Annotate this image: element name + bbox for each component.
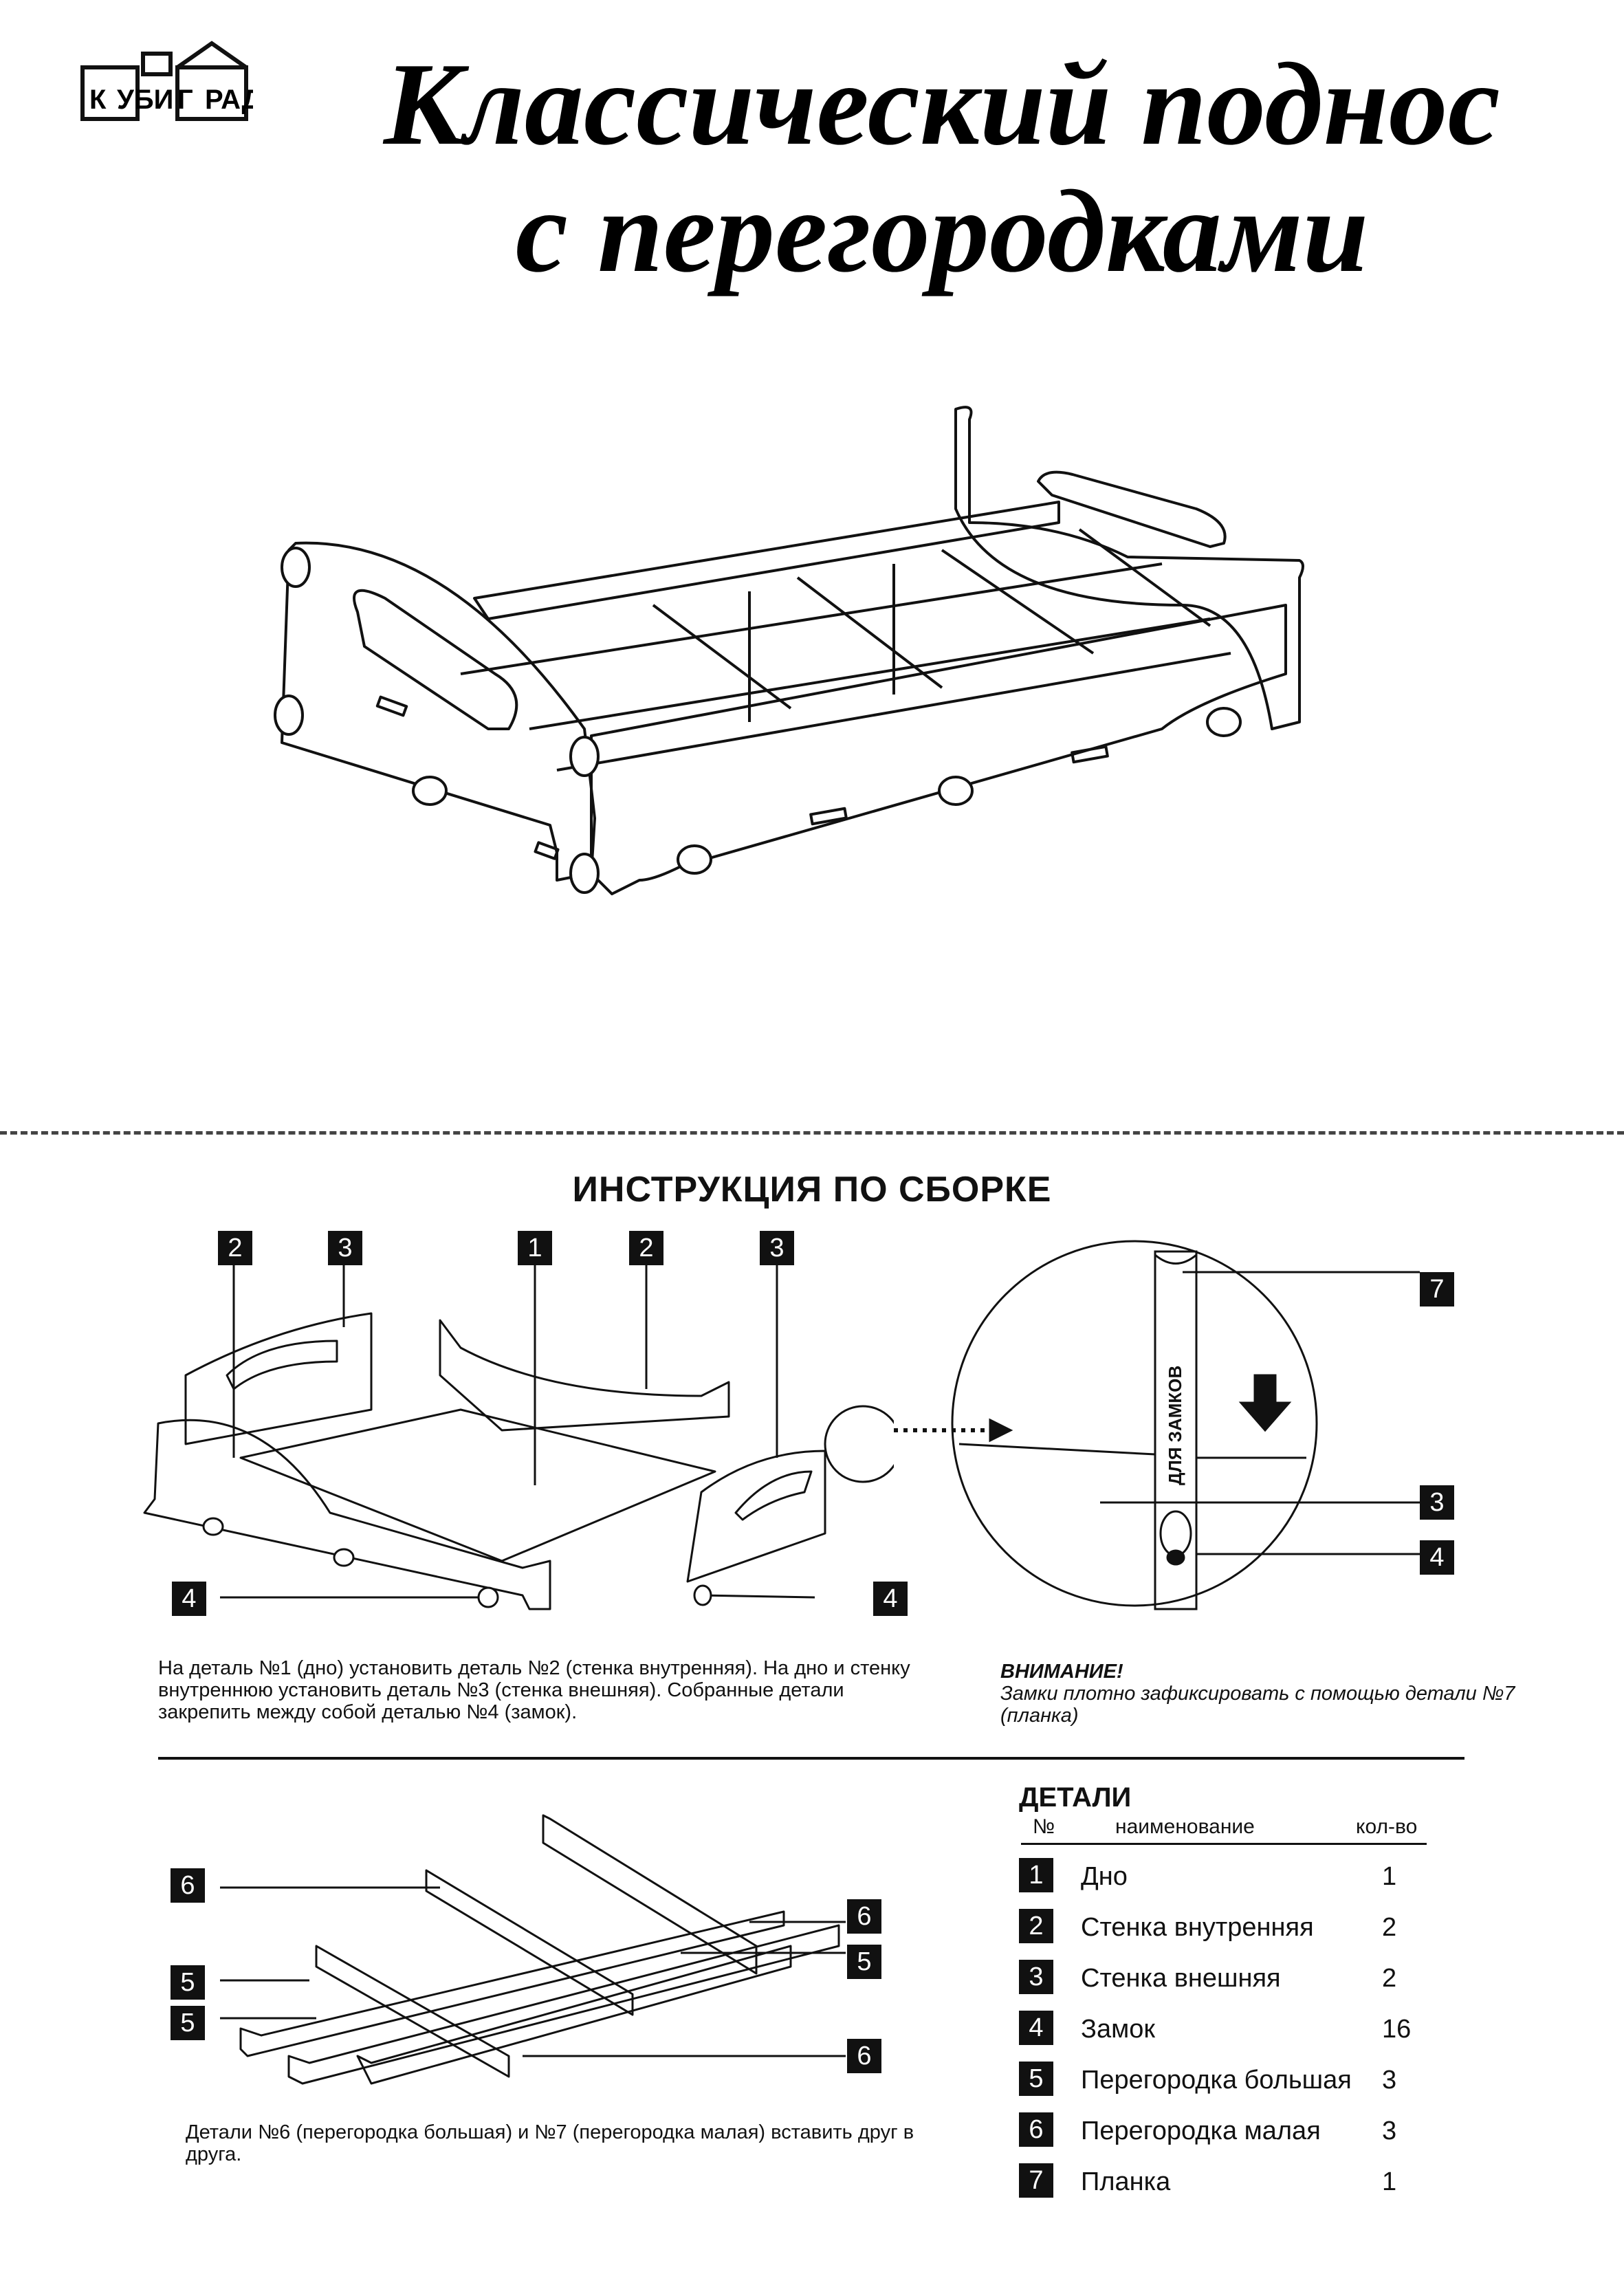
zoom-callout-4: 4 <box>1420 1540 1454 1575</box>
callout-1: 1 <box>518 1231 552 1265</box>
callout-2b: 2 <box>629 1231 663 1265</box>
detail-row: 6 Перегородка малая 3 <box>1019 2112 1431 2151</box>
partitions-diagram <box>220 1814 846 2085</box>
callout-4-left: 4 <box>172 1582 206 1616</box>
part-callout-5-left-2: 5 <box>171 2006 205 2040</box>
title-line-2: с перегородками <box>515 166 1369 297</box>
detail-row: 4 Замок 16 <box>1019 2011 1431 2049</box>
part-callout-6-left: 6 <box>171 1868 205 1903</box>
zoom-callout-7: 7 <box>1420 1272 1454 1307</box>
assembly-step-text: На деталь №1 (дно) установить деталь №2 … <box>158 1657 910 1723</box>
svg-text:УБИ: УБИ <box>117 85 173 115</box>
col-qty: кол-во <box>1356 1815 1418 1838</box>
row-name: Замок <box>1081 2015 1155 2044</box>
callout-2: 2 <box>218 1231 252 1265</box>
row-qty: 2 <box>1382 1913 1397 1942</box>
row-qty: 16 <box>1382 2015 1412 2044</box>
col-name: наименование <box>1115 1815 1255 1838</box>
row-name: Перегородка малая <box>1081 2117 1321 2145</box>
detail-row: 2 Стенка внутренняя 2 <box>1019 1909 1431 1947</box>
zoom-label: ДЛЯ ЗАМКОВ <box>1165 1366 1185 1485</box>
row-number: 1 <box>1019 1858 1053 1892</box>
row-name: Перегородка большая <box>1081 2066 1352 2095</box>
warning-title: ВНИМАНИЕ! <box>1000 1661 1123 1683</box>
title-line-1: Классический поднос <box>383 39 1500 170</box>
part-callout-5-left-1: 5 <box>171 1965 205 2000</box>
partitions-step-text: Детали №6 (перегородка большая) и №7 (пе… <box>186 2121 914 2165</box>
row-qty: 1 <box>1382 1862 1397 1891</box>
row-name: Планка <box>1081 2167 1171 2196</box>
row-name: Дно <box>1081 1862 1128 1891</box>
row-name: Стенка внутренняя <box>1081 1913 1314 1942</box>
row-name: Стенка внешняя <box>1081 1964 1281 1993</box>
page-title: Классический поднос с перегородками <box>303 41 1581 296</box>
row-number: 4 <box>1019 2011 1053 2045</box>
svg-text:Г: Г <box>177 85 193 115</box>
svg-text:РАД: РАД <box>205 85 253 115</box>
detail-row: 5 Перегородка большая 3 <box>1019 2062 1431 2100</box>
header-rule <box>1021 1843 1427 1845</box>
section-divider <box>158 1757 1464 1760</box>
row-qty: 2 <box>1382 1964 1397 1993</box>
detail-row: 1 Дно 1 <box>1019 1858 1431 1896</box>
row-qty: 1 <box>1382 2167 1397 2196</box>
zoom-callout-3: 3 <box>1420 1485 1454 1520</box>
row-number: 3 <box>1019 1960 1053 1994</box>
row-qty: 3 <box>1382 2117 1397 2145</box>
lock-zoom-diagram: ДЛЯ ЗАМКОВ <box>894 1240 1420 1610</box>
col-no: № <box>1033 1815 1055 1838</box>
row-number: 6 <box>1019 2112 1053 2147</box>
warning-block: ВНИМАНИЕ! Замки плотно зафиксировать с п… <box>1000 1661 1564 1727</box>
instruction-title: ИНСТРУКЦИЯ ПО СБОРКЕ <box>572 1170 1052 1210</box>
part-callout-6-bottom: 6 <box>847 2039 881 2073</box>
callout-4-right: 4 <box>873 1582 908 1616</box>
row-number: 2 <box>1019 1909 1053 1943</box>
part-callout-6-right: 6 <box>847 1899 881 1934</box>
row-qty: 3 <box>1382 2066 1397 2095</box>
callout-3b: 3 <box>760 1231 794 1265</box>
part-callout-5-right: 5 <box>847 1945 881 1979</box>
detail-row: 7 Планка 1 <box>1019 2163 1431 2202</box>
tray-illustration <box>274 406 1304 895</box>
warning-text: Замки плотно зафиксировать с помощью дет… <box>1000 1683 1515 1727</box>
detail-row: 3 Стенка внешняя 2 <box>1019 1960 1431 1998</box>
details-title: ДЕТАЛИ <box>1019 1782 1132 1813</box>
row-number: 7 <box>1019 2163 1053 2198</box>
kubigrad-logo: К УБИ Г РАД <box>80 41 253 121</box>
cut-line <box>0 1131 1624 1135</box>
row-number: 5 <box>1019 2062 1053 2096</box>
assembly-diagram <box>143 1265 894 1610</box>
callout-3: 3 <box>328 1231 362 1265</box>
svg-text:К: К <box>89 85 107 115</box>
